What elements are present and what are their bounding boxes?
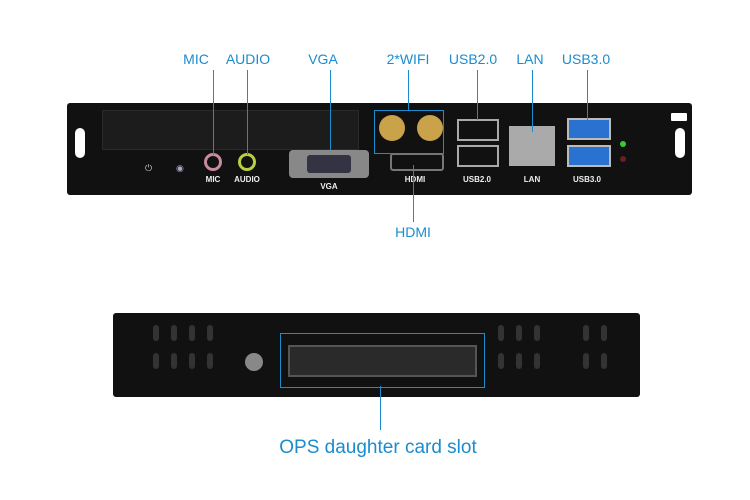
callout-line (247, 70, 248, 155)
panel-label-vga: VGA (320, 182, 338, 191)
vent (171, 353, 177, 369)
vent (583, 325, 589, 341)
usb3-port (567, 145, 611, 167)
callout-hdmi: HDMI (395, 224, 431, 240)
rear-panel (113, 313, 640, 397)
wifi-antenna-connector (417, 115, 443, 141)
vga-port (289, 150, 369, 178)
vent (207, 325, 213, 341)
audio-port (238, 153, 256, 171)
callout-line (413, 165, 414, 222)
vent (583, 353, 589, 369)
callout-line (330, 70, 331, 150)
wifi-antenna-connector (379, 115, 405, 141)
mount-hole (671, 113, 687, 121)
callout-line (477, 70, 478, 120)
vent (153, 353, 159, 369)
hdmi-port (390, 153, 444, 171)
panel-label-usb2: USB2.0 (462, 175, 492, 184)
lan-port (509, 126, 555, 166)
panel-label-hdmi: HDMI (404, 175, 426, 184)
panel-label-usb3: USB3.0 (572, 175, 602, 184)
vent (498, 325, 504, 341)
mount-hole (75, 128, 85, 158)
blank-bracket (102, 110, 359, 150)
vent (516, 353, 522, 369)
vent (498, 353, 504, 369)
usb2-port (457, 145, 499, 167)
vent (601, 353, 607, 369)
usb2-port (457, 119, 499, 141)
callout-mic: MIC (183, 51, 209, 67)
power-icon: ⏻ (145, 163, 153, 173)
panel-label-audio: AUDIO (234, 175, 260, 184)
callout-line (587, 70, 588, 120)
callout-audio: AUDIO (225, 51, 271, 67)
callout-line (380, 386, 381, 430)
vent (189, 325, 195, 341)
callout-wifi: 2*WIFI (386, 51, 430, 67)
mic-port (204, 153, 222, 171)
callout-line (213, 70, 214, 155)
dc-power-jack (245, 353, 263, 371)
vent (516, 325, 522, 341)
panel-label-mic: MIC (205, 175, 221, 184)
led-green-icon (620, 141, 626, 147)
ops-connector (288, 345, 477, 377)
callout-lan: LAN (516, 51, 544, 67)
vent (534, 325, 540, 341)
mount-hole (675, 128, 685, 158)
usb3-port (567, 118, 611, 140)
reset-icon: ◉ (176, 163, 184, 173)
callout-vga: VGA (308, 51, 338, 67)
panel-label-lan: LAN (523, 175, 541, 184)
callout-usb2: USB2.0 (448, 51, 498, 67)
wifi-callout-box (374, 110, 444, 154)
ops-callout-box (280, 333, 485, 388)
callout-ops-slot: OPS daughter card slot (279, 437, 477, 458)
vent (207, 353, 213, 369)
vent (189, 353, 195, 369)
led-red-icon (620, 156, 626, 162)
callout-usb3: USB3.0 (561, 51, 611, 67)
callout-line (532, 70, 533, 132)
vent (534, 353, 540, 369)
callout-line (408, 70, 409, 110)
vent (601, 325, 607, 341)
vent (153, 325, 159, 341)
vent (171, 325, 177, 341)
